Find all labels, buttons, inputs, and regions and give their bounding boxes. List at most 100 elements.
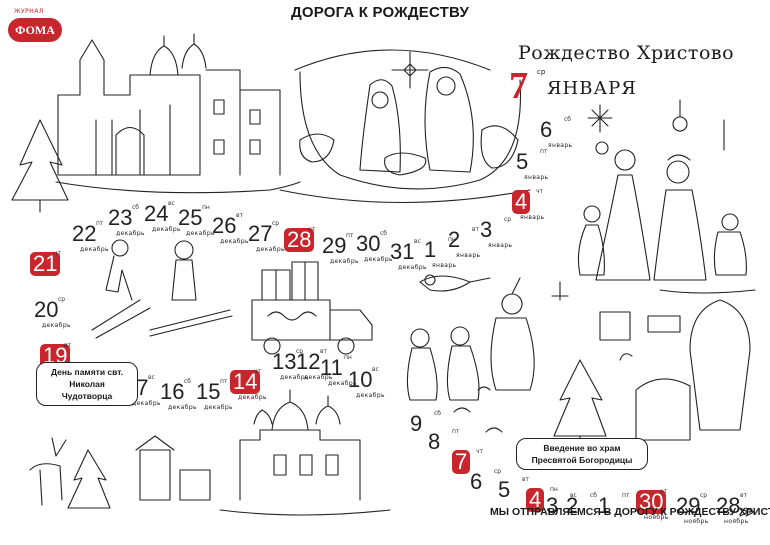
day-number: 7 [452,450,471,474]
day-weekday: пт [346,232,354,239]
family-illustration [577,149,756,294]
day-number: 13 [272,349,297,374]
day-month: декабрь [116,230,145,237]
feast-month: ЯНВАРЯ [547,78,637,99]
day-month: декабрь [220,238,249,245]
day-weekday: чт [54,250,62,257]
day-weekday: чт [308,226,316,233]
day-month: декабрь [238,394,267,401]
day-weekday: сб [564,116,571,123]
day-number: 15 [196,379,221,404]
day-weekday: пн [202,204,210,211]
day-month: январь [456,252,481,259]
day-weekday: сб [434,410,441,417]
nativity-illustration [279,49,531,204]
church-illustration [219,389,391,516]
day-marker-j2: 2 вт январь [448,226,496,268]
day-number: 10 [348,367,373,392]
nicholas-feast-note: День памяти свт. Николая Чудотворца [36,362,138,406]
day-number: 6 [540,117,553,142]
route-caption: МЫ ОТПРАВЛЯЕМСЯ В ДОРОГУ К РОЖДЕСТВУ ХРИ… [490,506,770,518]
day-number: 5 [516,149,529,174]
day-weekday: пт [452,428,460,435]
day-number: 25 [178,205,203,230]
day-month: декабрь [256,246,285,253]
day-number: 3 [480,217,493,242]
day-number: 11 [320,355,343,380]
nicholas-note-line1: День памяти свт. [50,367,124,377]
entry-note-line1: Введение во храм [543,443,621,453]
day-weekday: пн [344,354,352,361]
day-month: январь [432,262,457,269]
day-number: 4 [512,190,531,214]
bird-illustrations [453,386,503,433]
day-weekday: вс [414,238,421,245]
day-number: 23 [108,205,133,230]
day-weekday: ср [272,220,280,227]
day-number: 5 [498,477,511,502]
day-number: 26 [212,213,237,238]
day-weekday: ср [494,468,502,475]
day-weekday: чт [660,488,668,495]
day-month: январь [524,174,549,181]
day-weekday: вт [236,212,244,219]
day-month: декабрь [304,374,333,381]
day-number: 2 [448,227,461,252]
day-weekday: чт [476,448,484,455]
day-weekday: вс [570,492,577,499]
day-month: декабрь [356,392,385,399]
day-marker-d4: 4 пн [526,486,574,528]
tree-illustration-left [11,119,69,213]
day-weekday: вт [64,342,72,349]
day-weekday: пт [96,220,104,227]
day-month: декабрь [328,380,357,387]
day-weekday: сб [132,204,139,211]
house-illustration [553,299,751,447]
day-weekday: сб [590,492,597,499]
day-weekday: ср [700,492,708,499]
day-marker-d7: 7 чт [452,448,500,490]
day-month: декабрь [204,404,233,411]
day-month: декабрь [330,258,359,265]
day-weekday: вт [472,226,480,233]
day-month: декабрь [132,400,161,407]
day-month: январь [548,142,573,149]
foma-logo: ЖУРНАЛ ФОМА [8,8,74,48]
day-weekday: пн [550,486,558,493]
day-weekday: ср [58,296,66,303]
day-number: 30 [636,490,667,514]
day-number: 28 [716,493,741,518]
day-month: декабрь [398,264,427,271]
feast-name: Рождество Христово [517,42,735,64]
logo-magazine-label: ЖУРНАЛ [14,8,44,15]
day-number: 29 [322,233,347,258]
entry-note-line2: Пресвятой Богородицы [531,455,633,465]
day-weekday: вт [740,492,748,499]
christmas-feast-block: Рождество Христово 7 ср ЯНВАРЯ [493,38,759,112]
angel-illustration [419,274,491,292]
day-number: 1 [424,237,437,262]
page-title: ДОРОГА К РОЖДЕСТВУ [290,4,470,21]
day-number: 28 [284,228,315,252]
day-month: декабрь [280,374,309,381]
feast-day-number: 7 [509,65,528,107]
day-number: 4 [526,488,545,512]
day-month: ноябрь [684,518,709,525]
